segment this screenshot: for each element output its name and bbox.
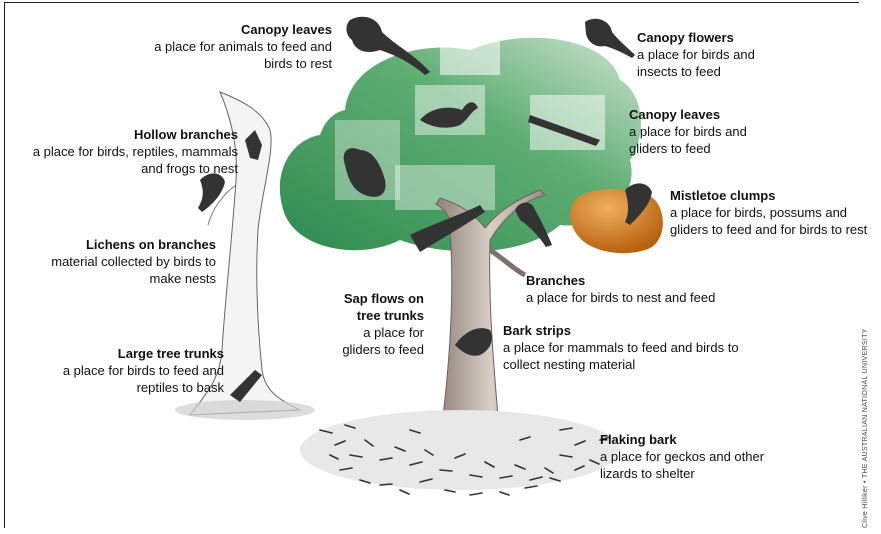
label-canopy-leaves-top: Canopy leaves a place for animals to fee… bbox=[150, 21, 332, 72]
label-title: Canopy flowers bbox=[637, 29, 797, 46]
label-flaking-bark: Flaking bark a place for geckos and othe… bbox=[600, 431, 765, 482]
label-mistletoe-clumps: Mistletoe clumps a place for birds, poss… bbox=[670, 187, 875, 238]
leaf-litter bbox=[300, 410, 620, 495]
label-lichens-on-branches: Lichens on branches material collected b… bbox=[40, 236, 216, 287]
label-branches: Branches a place for birds to nest and f… bbox=[526, 272, 766, 306]
label-title: Large tree trunks bbox=[60, 345, 224, 362]
label-sap-flows: Sap flows on tree trunks a place for gli… bbox=[330, 290, 424, 358]
label-desc: a place for birds to feed and reptiles t… bbox=[63, 363, 224, 395]
label-title: Mistletoe clumps bbox=[670, 187, 875, 204]
label-title: Sap flows on tree trunks bbox=[330, 290, 424, 324]
label-canopy-flowers: Canopy flowers a place for birds and ins… bbox=[637, 29, 797, 80]
label-hollow-branches: Hollow branches a place for birds, repti… bbox=[30, 126, 238, 177]
label-desc: a place for birds, reptiles, mammals and… bbox=[33, 144, 238, 176]
label-desc: a place for birds, possums and gliders t… bbox=[670, 205, 867, 237]
label-desc: material collected by birds to make nest… bbox=[51, 254, 216, 286]
label-title: Lichens on branches bbox=[40, 236, 216, 253]
label-desc: a place for birds and gliders to feed bbox=[629, 124, 747, 156]
label-desc: a place for gliders to feed bbox=[342, 325, 424, 357]
label-title: Flaking bark bbox=[600, 431, 765, 448]
label-title: Branches bbox=[526, 272, 766, 289]
label-canopy-leaves-right: Canopy leaves a place for birds and glid… bbox=[629, 106, 779, 157]
label-desc: a place for birds and insects to feed bbox=[637, 47, 755, 79]
label-large-tree-trunks: Large tree trunks a place for birds to f… bbox=[60, 345, 224, 396]
label-title: Canopy leaves bbox=[629, 106, 779, 123]
label-desc: a place for mammals to feed and birds to… bbox=[503, 340, 739, 372]
label-desc: a place for birds to nest and feed bbox=[526, 290, 715, 305]
label-bark-strips: Bark strips a place for mammals to feed … bbox=[503, 322, 753, 373]
treecreeper-silhouette bbox=[198, 173, 225, 212]
label-title: Hollow branches bbox=[30, 126, 238, 143]
image-credit: Clive Hilliker • THE AUSTRALIAN NATIONAL… bbox=[862, 328, 869, 528]
label-title: Bark strips bbox=[503, 322, 753, 339]
label-desc: a place for animals to feed and birds to… bbox=[154, 39, 332, 71]
label-title: Canopy leaves bbox=[150, 21, 332, 38]
label-desc: a place for geckos and other lizards to … bbox=[600, 449, 764, 481]
